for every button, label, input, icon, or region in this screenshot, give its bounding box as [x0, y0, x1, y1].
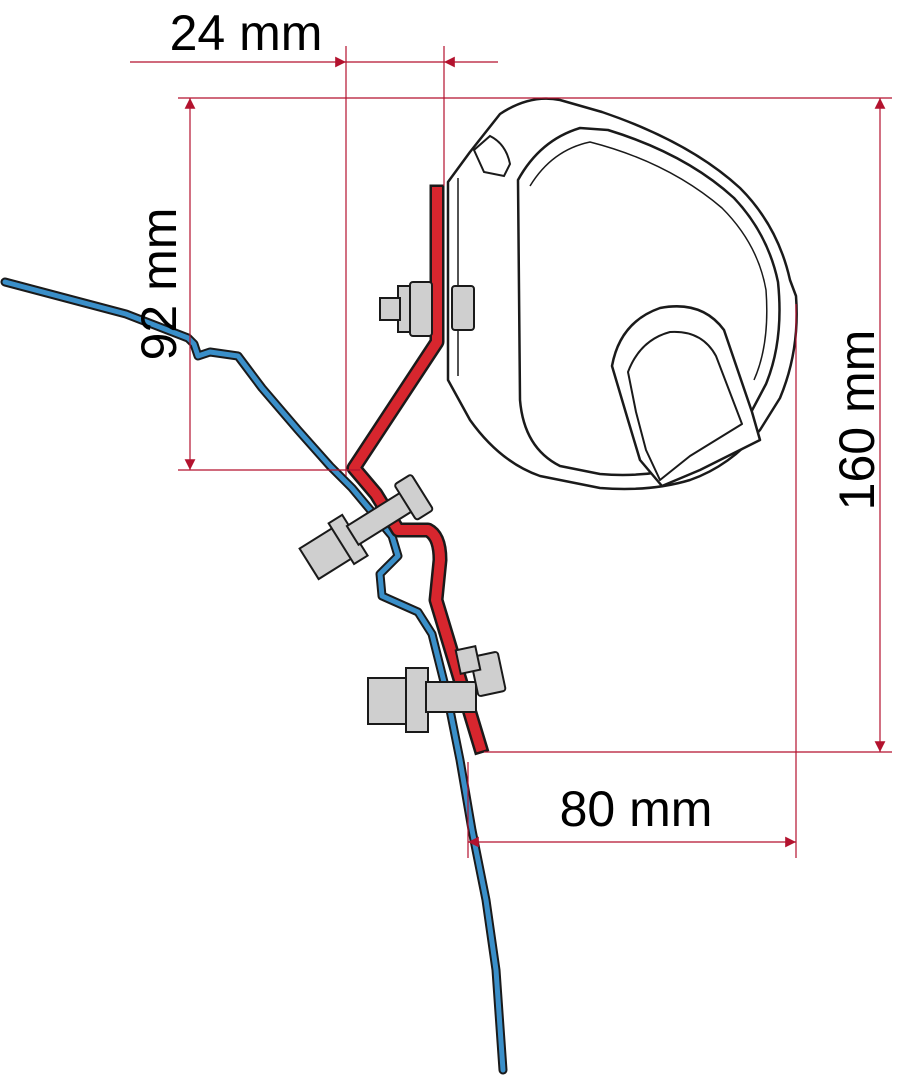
dimension-lines — [130, 46, 892, 858]
bracket-body — [349, 187, 487, 753]
bolt-top — [379, 281, 475, 337]
bolt-middle — [298, 474, 434, 581]
bolt-top-end — [379, 297, 401, 321]
mounting-bracket — [346, 184, 490, 756]
casing-inner-line — [529, 141, 768, 381]
bolt-bottom-head — [367, 677, 409, 725]
casing-cap-notch — [472, 134, 512, 178]
bolt-bottom — [367, 644, 507, 733]
bolt-bottom-shaft — [425, 681, 477, 713]
dim-label-92mm: 92 mm — [131, 208, 187, 361]
dim-label-160mm: 160 mm — [829, 330, 885, 511]
casing-side-edge — [447, 178, 459, 380]
bolt-top-nut-right — [451, 285, 475, 331]
bolt-bottom-sleeve — [405, 667, 429, 733]
dim-label-24mm: 24 mm — [170, 5, 323, 61]
bolt-top-nut-left — [409, 281, 433, 337]
bolt-middle-nut — [394, 474, 434, 521]
bolt-bottom-cap — [454, 644, 482, 676]
roller-slot-inner — [627, 330, 743, 481]
awning-casing — [446, 97, 798, 491]
dim-label-80mm: 80 mm — [560, 781, 713, 837]
casing-inner-shell — [516, 126, 781, 477]
